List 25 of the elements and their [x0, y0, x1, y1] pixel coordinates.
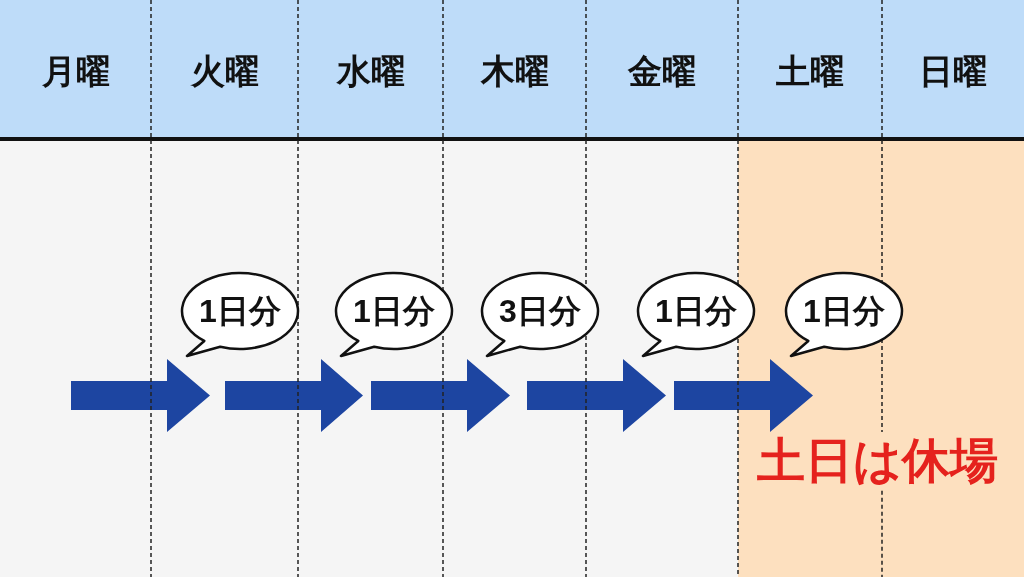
- speech-bubble: [334, 271, 454, 359]
- weekday-label: 水曜: [336, 52, 405, 91]
- weekday-label: 土曜: [776, 52, 844, 91]
- weekday-label: 金曜: [628, 52, 696, 91]
- speech-bubble: [180, 271, 300, 359]
- weekday-label: 木曜: [480, 52, 549, 91]
- day-count-text: 1日分: [655, 293, 737, 330]
- speech-bubble: [784, 271, 904, 359]
- speech-bubble: [636, 271, 756, 359]
- holiday-note: 土日は休場: [757, 435, 998, 488]
- header-cell: [298, 0, 443, 137]
- header-cell: [151, 0, 298, 137]
- speech-bubble: [480, 271, 600, 359]
- header-cell: [738, 0, 882, 137]
- weekday-label: 月曜: [41, 52, 110, 91]
- header-cell: [586, 0, 738, 137]
- header-cell: [0, 0, 151, 137]
- weekday-label: 火曜: [190, 52, 259, 91]
- day-count-text: 3日分: [499, 293, 581, 330]
- weekday-label: 日曜: [919, 52, 987, 91]
- day-count-text: 1日分: [199, 293, 281, 330]
- day-count-text: 1日分: [803, 293, 885, 330]
- header-cell: [443, 0, 586, 137]
- day-count-text: 1日分: [353, 293, 435, 330]
- header-cell: [882, 0, 1024, 137]
